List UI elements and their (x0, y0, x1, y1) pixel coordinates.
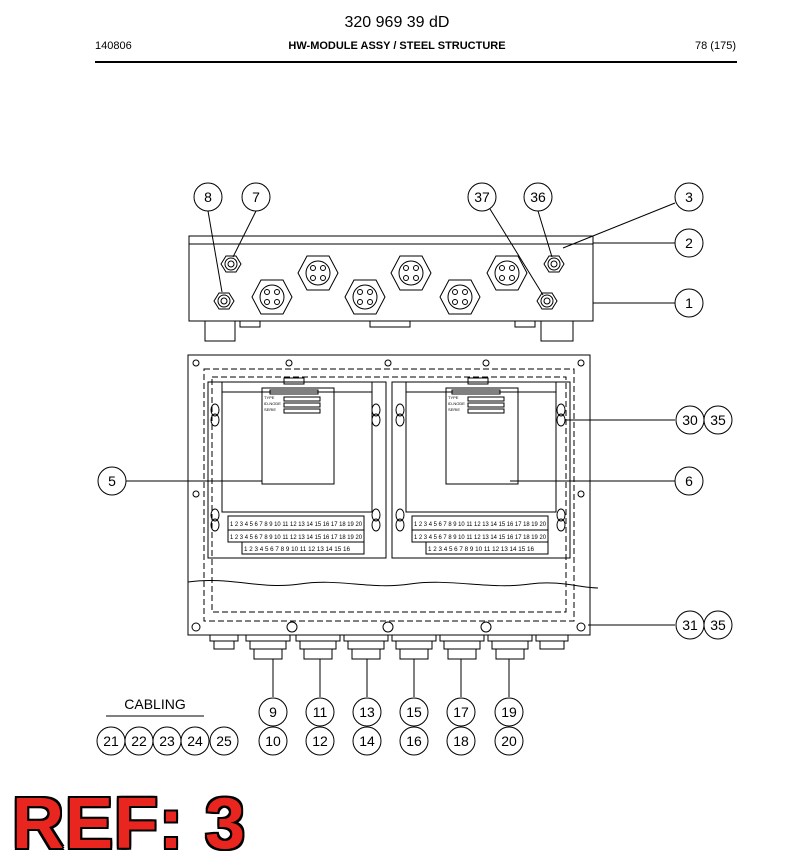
callout-11: 11 (305, 697, 335, 727)
terminal-row-b-right: 1 2 3 4 5 6 7 8 9 10 11 12 13 14 15 16 1… (414, 535, 547, 541)
large-gland (486, 255, 528, 291)
terminal-row-b-left: 1 2 3 4 5 6 7 8 9 10 11 12 13 14 15 16 1… (230, 535, 363, 541)
svg-text:13: 13 (359, 704, 375, 720)
callout-14: 14 (352, 726, 382, 756)
svg-text:31: 31 (682, 617, 698, 633)
svg-text:17: 17 (453, 704, 469, 720)
svg-text:6: 6 (685, 473, 693, 489)
callout-6: 6 (674, 466, 704, 496)
callout-1: 1 (674, 288, 704, 318)
svg-text:25: 25 (216, 733, 232, 749)
large-gland (251, 279, 293, 315)
svg-text:11: 11 (313, 704, 328, 720)
terminal-row-a-right: 1 2 3 4 5 6 7 8 9 10 11 12 13 14 15 16 1… (414, 522, 547, 528)
svg-text:19: 19 (501, 704, 517, 720)
header-page: 78 (175) (695, 40, 736, 52)
svg-text:15: 15 (406, 704, 422, 720)
svg-text:2: 2 (685, 235, 693, 251)
svg-text:3: 3 (685, 189, 693, 205)
small-gland-7 (220, 255, 242, 273)
callout-12: 12 (305, 726, 335, 756)
terminal-row-c-left: 1 2 3 4 5 6 7 8 9 10 11 12 13 14 15 16 (244, 547, 351, 553)
callout-35: 35 (703, 610, 733, 640)
io-module-left (207, 377, 387, 559)
mounting-holes (191, 359, 586, 633)
callout-22: 22 (124, 726, 154, 756)
svg-text:36: 36 (530, 189, 546, 205)
terminal-row-a-left: 1 2 3 4 5 6 7 8 9 10 11 12 13 14 15 16 1… (230, 522, 363, 528)
svg-text:37: 37 (474, 189, 490, 205)
plate-type-right: TYPE (448, 395, 459, 400)
ref-stamp: REF: 3 (12, 784, 247, 864)
svg-text:35: 35 (710, 617, 726, 633)
callout-16: 16 (399, 726, 429, 756)
callout-5: 5 (97, 466, 127, 496)
callout-9: 9 (258, 697, 288, 727)
svg-text:21: 21 (103, 733, 119, 749)
callout-18: 18 (446, 726, 476, 756)
large-gland (390, 255, 432, 291)
callout-7: 7 (241, 182, 271, 212)
header-rule (95, 61, 737, 63)
callout-23: 23 (152, 726, 182, 756)
callout-36: 36 (523, 182, 553, 212)
svg-text:22: 22 (131, 733, 147, 749)
svg-text:20: 20 (501, 733, 517, 749)
svg-text:35: 35 (710, 412, 726, 428)
cabling-label: CABLING (124, 696, 186, 712)
svg-text:5: 5 (108, 473, 116, 489)
callout-21: 21 (96, 726, 126, 756)
svg-text:14: 14 (359, 733, 375, 749)
box-side-view (188, 235, 594, 342)
plate-serie-left: SERIE (264, 407, 276, 412)
svg-text:18: 18 (453, 733, 469, 749)
header-title: HW-MODULE ASSY / STEEL STRUCTURE (288, 40, 506, 52)
large-gland (439, 279, 481, 315)
document-number: 320 969 39 dD (344, 14, 450, 31)
callout-19: 19 (494, 697, 524, 727)
svg-text:30: 30 (682, 412, 698, 428)
small-gland-36 (543, 255, 565, 273)
plate-type-left: TYPE (264, 395, 275, 400)
svg-text:10: 10 (265, 733, 281, 749)
callout-10: 10 (258, 726, 288, 756)
bottom-glands (209, 634, 569, 660)
callout-35: 35 (703, 405, 733, 435)
plate-id-right: ID-NODE (448, 401, 465, 406)
svg-text:24: 24 (187, 733, 203, 749)
header-code: 140806 (95, 40, 132, 52)
svg-text:8: 8 (204, 189, 212, 205)
large-gland (297, 255, 339, 291)
callout-3: 3 (674, 182, 704, 212)
io-module-right (391, 377, 571, 559)
callout-2: 2 (674, 228, 704, 258)
terminal-row-c-right: 1 2 3 4 5 6 7 8 9 10 11 12 13 14 15 16 (428, 547, 535, 553)
leader-lines (106, 202, 676, 717)
plate-id-left: ID-NODE (264, 401, 281, 406)
callouts: 8 7 37 36 3 2 1 30 35 5 6 31 35 9 10 11 … (96, 182, 733, 756)
plate-serie-right: SERIE (448, 407, 460, 412)
callout-17: 17 (446, 697, 476, 727)
svg-text:23: 23 (159, 733, 175, 749)
svg-text:16: 16 (406, 733, 422, 749)
callout-30: 30 (675, 405, 705, 435)
callout-37: 37 (467, 182, 497, 212)
callout-13: 13 (352, 697, 382, 727)
box-front-view (187, 354, 599, 660)
small-gland-8 (213, 292, 235, 310)
callout-20: 20 (494, 726, 524, 756)
svg-text:7: 7 (252, 189, 260, 205)
callout-8: 8 (193, 182, 223, 212)
callout-15: 15 (399, 697, 429, 727)
large-gland (344, 279, 386, 315)
callout-24: 24 (180, 726, 210, 756)
callout-31: 31 (675, 610, 705, 640)
svg-text:9: 9 (269, 704, 277, 720)
svg-text:1: 1 (685, 295, 693, 311)
small-gland-37 (536, 292, 558, 310)
svg-text:12: 12 (312, 733, 328, 749)
callout-25: 25 (209, 726, 239, 756)
